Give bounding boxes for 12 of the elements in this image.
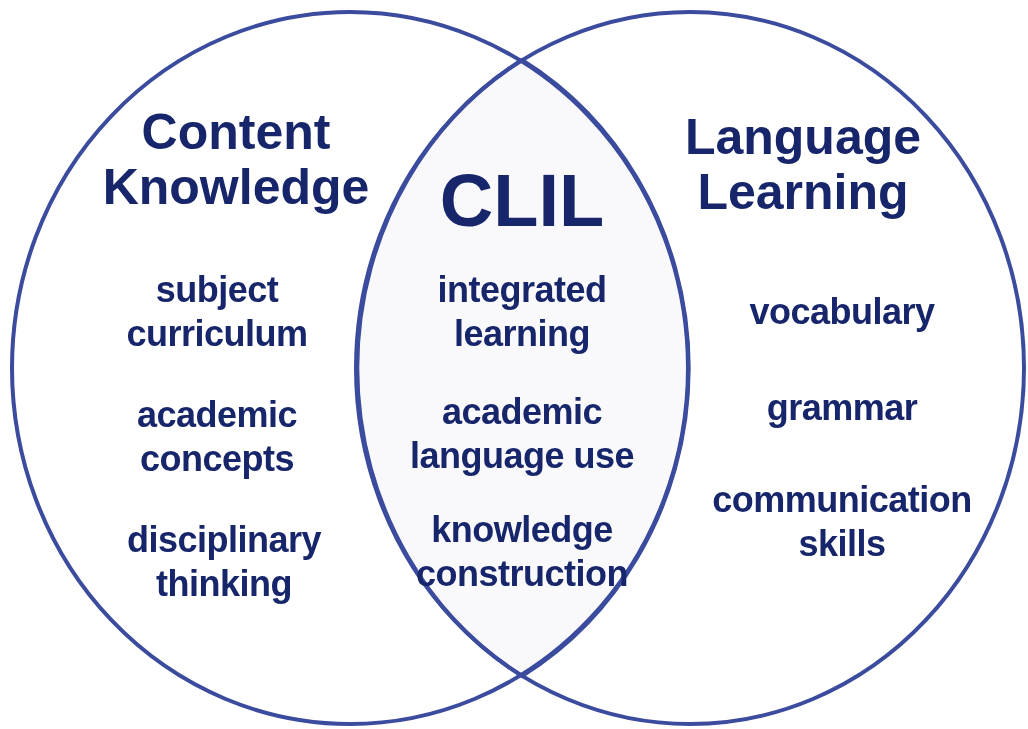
topic-text: knowledge construction xyxy=(415,508,629,596)
topic-text: academic language use xyxy=(408,390,636,478)
topic-text: integrated learning xyxy=(436,268,608,356)
topic-text: communication skills xyxy=(711,478,973,566)
topic-text: academic concepts xyxy=(135,393,299,481)
topic-text: disciplinary thinking xyxy=(125,518,323,606)
topic-text: vocabulary xyxy=(748,290,936,334)
circle-heading: Content Knowledge xyxy=(101,105,371,215)
topic-text: subject curriculum xyxy=(125,268,309,356)
circle-heading: CLIL xyxy=(438,160,606,242)
topic-text: grammar xyxy=(765,386,919,430)
circle-heading: Language Learning xyxy=(683,110,923,220)
